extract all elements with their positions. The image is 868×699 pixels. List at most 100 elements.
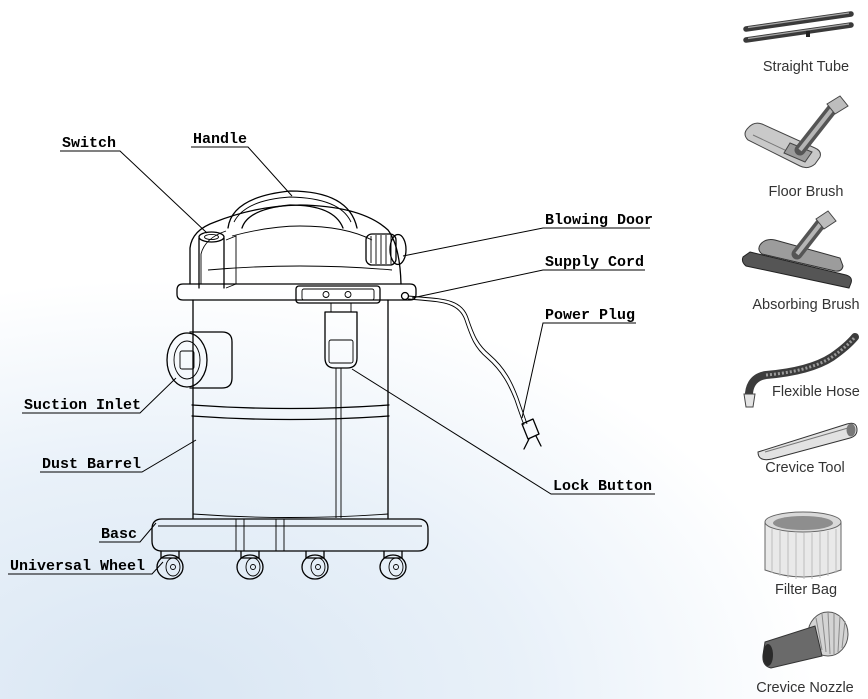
barrel-ring-lower: [191, 415, 390, 421]
dome-seam-top: [231, 225, 373, 241]
floor-brush-neck-shine: [798, 106, 835, 152]
nozzle-inlet: [763, 644, 773, 666]
wheel: [156, 550, 184, 580]
wheel-tire: [379, 554, 407, 580]
handle-ridge: [233, 196, 352, 223]
inlet-housing: [189, 331, 233, 389]
wheel-hub: [393, 564, 399, 570]
wheel-rim: [245, 557, 261, 577]
filter-bag-icon: [764, 511, 842, 579]
crevice-tool-body: [757, 422, 858, 461]
hose-wand-end: [743, 393, 756, 408]
straight-tube-icon: [743, 11, 854, 43]
switch-leader-line: [60, 150, 208, 234]
wheel: [379, 550, 407, 580]
floor-brush-collar: [826, 95, 849, 115]
switch: [198, 231, 237, 289]
tube-lower: [743, 22, 854, 43]
wheel-bracket: [383, 550, 403, 559]
handle-leader-line: [191, 146, 293, 197]
label-lock-button: Lock Button: [351, 368, 655, 495]
crevice-nozzle-label: Crevice Nozzle: [756, 680, 854, 696]
tube-button: [806, 31, 810, 37]
base-divider-right: [275, 518, 285, 552]
accessory-floor-brush: Floor Brush: [744, 95, 849, 200]
wheel-hub: [250, 564, 256, 570]
dome-outline: [189, 204, 402, 285]
power-plug: [521, 418, 542, 450]
inlet-ring: [166, 332, 208, 388]
cord-grommet: [400, 291, 410, 301]
crevice-nozzle-icon: [762, 611, 849, 669]
accessories-column: Straight Tube Floor Brush Abs: [741, 11, 860, 696]
base-outline: [151, 518, 429, 552]
clip-screw-right: [344, 291, 352, 298]
tube-upper: [743, 11, 854, 32]
accessory-flexible-hose: Flexible Hose: [743, 333, 860, 408]
absorbing-brush-squeegee: [741, 251, 852, 289]
accessory-crevice-tool: Crevice Tool: [757, 422, 858, 476]
motor-head: [189, 204, 402, 285]
wheel-bracket: [160, 550, 180, 559]
blowing-door-ribs: [370, 235, 392, 264]
crevice-tool-mouth: [846, 423, 856, 437]
hose-ribs: [765, 336, 857, 377]
wheel-rim: [388, 557, 404, 577]
wheel-hub: [170, 564, 176, 570]
base-divider-left: [235, 518, 245, 552]
dust-barrel-label: Dust Barrel: [42, 456, 141, 473]
floor-brush-label: Floor Brush: [769, 184, 844, 200]
switch-label: Switch: [62, 135, 116, 152]
label-blowing-door: Blowing Door: [402, 212, 653, 257]
label-universal-wheel: Universal Wheel: [8, 558, 164, 575]
switch-housing: [225, 235, 237, 289]
dome-seam-lower: [207, 265, 393, 271]
lock-button: [324, 311, 358, 369]
inlet-opening: [173, 340, 201, 380]
lock-button-body: [324, 311, 358, 369]
cord-line-edge: [407, 298, 525, 426]
suction-inlet: [166, 331, 233, 389]
floor-brush-icon: [744, 95, 849, 169]
lock-button-face: [328, 339, 354, 364]
lock-rod: [335, 368, 342, 518]
blowing-door: [365, 233, 407, 266]
label-base: Basc: [99, 522, 157, 543]
supply-cord-leader-line: [411, 269, 645, 299]
dust-barrel: [191, 299, 390, 519]
label-switch: Switch: [60, 135, 208, 234]
universal-wheel-label: Universal Wheel: [10, 558, 145, 575]
wheel-rim: [310, 557, 326, 577]
supply-cord-label: Supply Cord: [545, 254, 644, 271]
flexible-hose-icon: [743, 333, 859, 408]
barrel-bottom: [192, 513, 389, 518]
lock-button-label: Lock Button: [553, 478, 652, 495]
handle-outer: [227, 190, 358, 229]
wheel-rim: [165, 557, 181, 577]
clip-screw-left: [322, 291, 330, 298]
power-plug-leader-line: [521, 322, 636, 419]
lid-clip: [295, 285, 381, 312]
wheel-tire: [236, 554, 264, 580]
crevice-tool-icon: [757, 422, 858, 461]
handle: [227, 190, 358, 229]
wheel-bracket: [305, 550, 325, 559]
blowing-door-label: Blowing Door: [545, 212, 653, 229]
dust-barrel-leader-line: [40, 439, 197, 473]
accessory-absorbing-brush: Absorbing Brush: [741, 210, 860, 313]
wheel-tire: [156, 554, 184, 580]
wheel-hub: [315, 564, 321, 570]
barrel-ring-upper: [191, 404, 390, 410]
universal-wheel-leader-line: [8, 561, 164, 575]
flexible-hose-label: Flexible Hose: [772, 384, 860, 400]
suction-inlet-label: Suction Inlet: [24, 397, 141, 414]
absorbing-brush-icon: [741, 210, 852, 289]
label-dust-barrel: Dust Barrel: [40, 439, 197, 473]
filter-bag-opening: [773, 516, 833, 530]
nozzle-bristles: [815, 611, 846, 655]
wheel: [236, 550, 264, 580]
straight-tube-label: Straight Tube: [763, 59, 849, 75]
crevice-tool-label: Crevice Tool: [765, 460, 845, 476]
plug-prongs: [523, 435, 542, 450]
